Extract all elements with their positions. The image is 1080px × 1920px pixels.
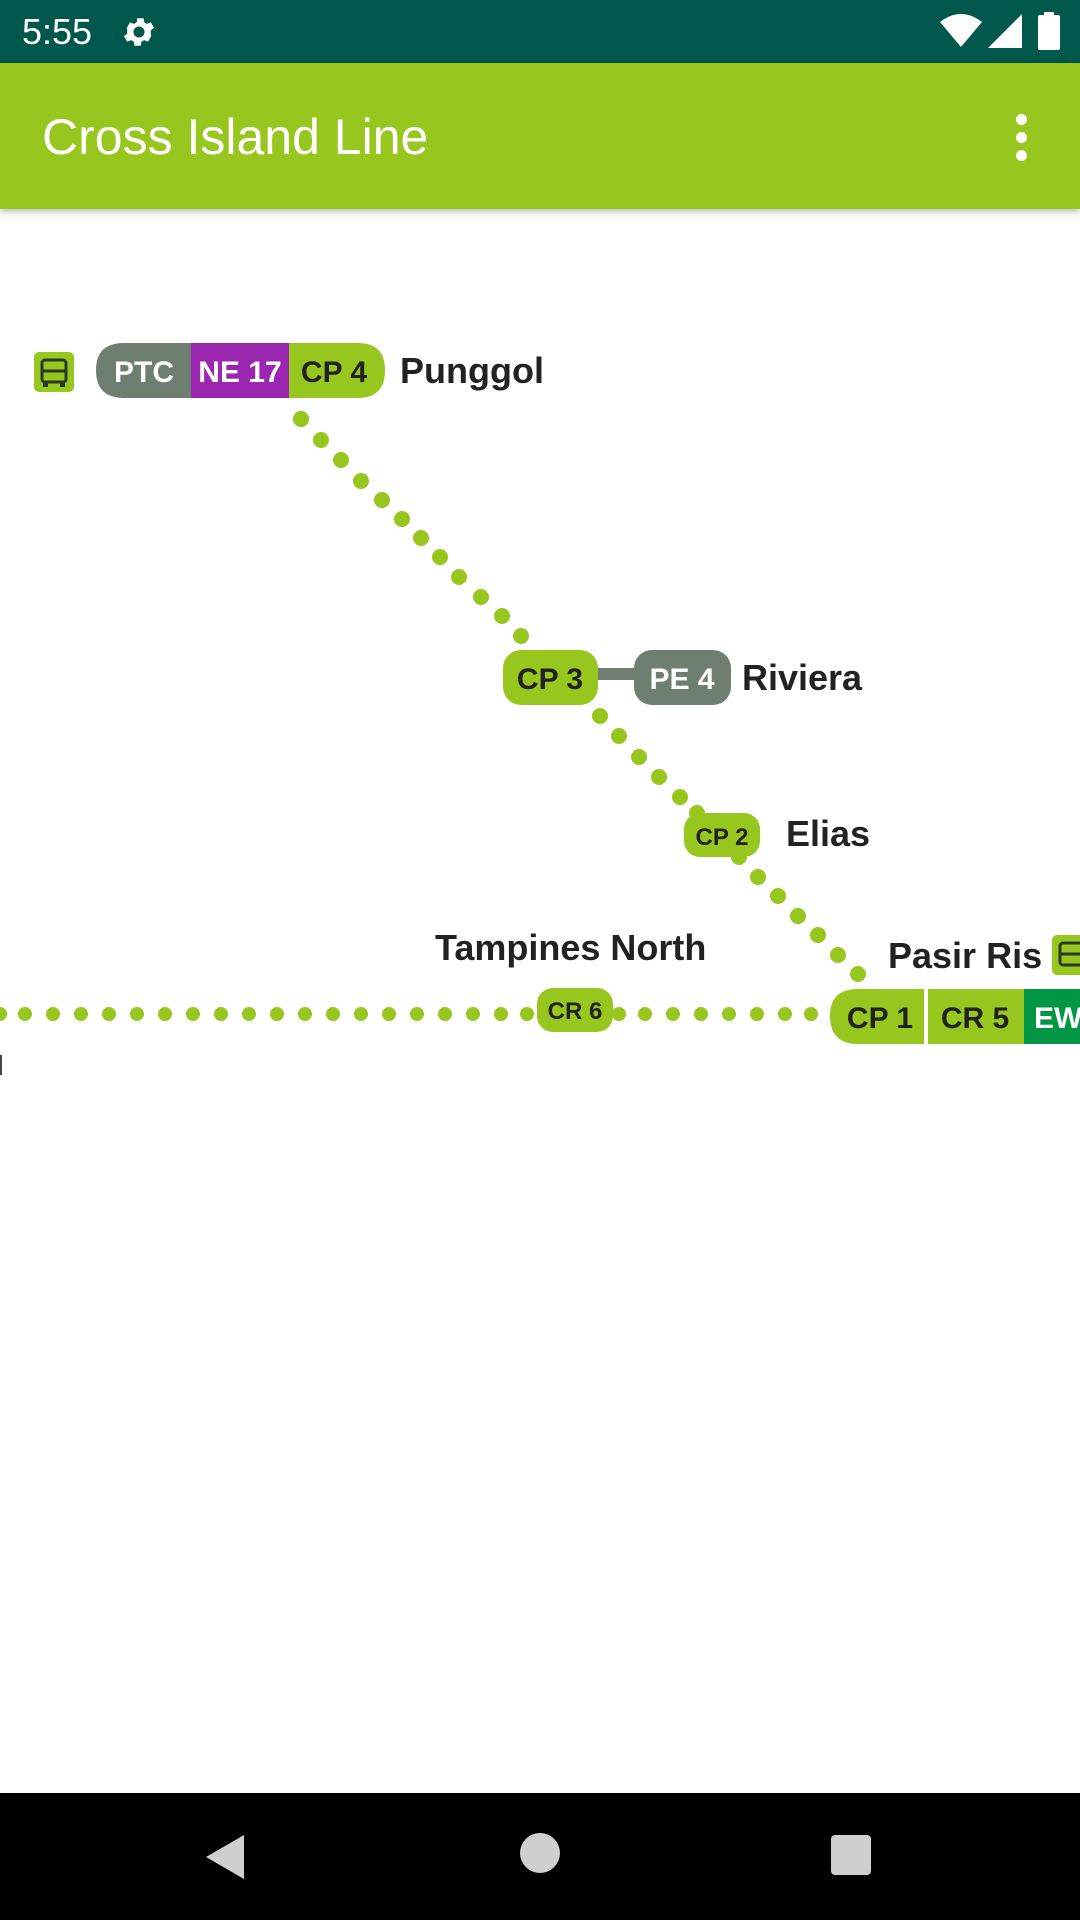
station-riviera: CP 3 PE 4 Riviera <box>503 650 863 705</box>
bus-icon <box>34 352 74 392</box>
station-code-cp2: CP 2 <box>696 824 749 851</box>
station-code-cp2-bg <box>684 813 760 857</box>
station-pasir-ris: Pasir Ris CP 1 CR 5 EW <box>830 935 1080 1044</box>
station-name-punggol: Punggol <box>400 350 544 391</box>
station-code-ne17-bg <box>191 343 289 398</box>
status-time: 5:55 <box>22 11 93 52</box>
status-bar: 5:55 <box>0 0 1080 63</box>
battery-icon <box>1038 12 1060 50</box>
more-vert-icon <box>1016 114 1027 125</box>
station-code-ew-bg <box>1024 989 1080 1044</box>
wifi-icon <box>940 14 982 47</box>
map-edge-tick <box>0 1055 2 1075</box>
more-vert-icon-dot <box>1016 150 1027 161</box>
station-code-cr5: CR 5 <box>941 1002 1009 1035</box>
interchange-link <box>590 668 640 680</box>
station-code-cr6-bg <box>537 988 613 1032</box>
station-tampines-north: Tampines North CR 6 <box>435 927 706 1032</box>
system-nav-bar <box>0 1793 1080 1920</box>
station-code-cp3-bg <box>503 650 598 705</box>
home-icon[interactable] <box>520 1833 560 1873</box>
station-code-ne17: NE 17 <box>198 356 281 389</box>
recents-icon[interactable] <box>831 1835 871 1875</box>
station-name-tampines-north: Tampines North <box>435 927 706 968</box>
line-map[interactable]: PTC NE 17 CP 4 Punggol CP 3 PE 4 Riviera… <box>0 209 1080 1793</box>
gear-icon <box>123 18 155 46</box>
station-code-ew: EW <box>1034 1002 1080 1035</box>
more-vert-icon-dot <box>1016 132 1027 143</box>
station-code-cp4-bg <box>289 343 385 398</box>
station-code-cp1: CP 1 <box>847 1002 913 1035</box>
station-code-cp3: CP 3 <box>517 663 583 696</box>
line-map-svg: PTC NE 17 CP 4 Punggol CP 3 PE 4 Riviera… <box>0 343 1080 1075</box>
station-code-pe4: PE 4 <box>649 663 714 696</box>
station-code-cr6: CR 6 <box>548 998 603 1025</box>
station-elias: CP 2 Elias <box>684 813 870 857</box>
station-code-ptc-bg <box>96 343 191 398</box>
station-code-ptc: PTC <box>114 356 174 389</box>
station-name-riviera: Riviera <box>742 657 863 698</box>
station-name-pasir-ris: Pasir Ris <box>888 935 1042 976</box>
signal-icon <box>988 14 1022 48</box>
station-code-cp4: CP 4 <box>301 356 367 389</box>
station-name-elias: Elias <box>786 813 870 854</box>
station-punggol: PTC NE 17 CP 4 Punggol <box>34 343 544 398</box>
bus-icon <box>1052 935 1080 975</box>
app-bar: Cross Island Line <box>0 63 1080 209</box>
back-icon[interactable] <box>204 1833 248 1881</box>
station-code-pe4-bg <box>634 650 731 705</box>
station-code-cp1-bg <box>830 989 924 1044</box>
more-options-button[interactable] <box>998 107 1046 167</box>
app-title: Cross Island Line <box>42 109 429 165</box>
route-lines <box>0 411 866 1021</box>
station-code-cr5-bg <box>928 989 1024 1044</box>
